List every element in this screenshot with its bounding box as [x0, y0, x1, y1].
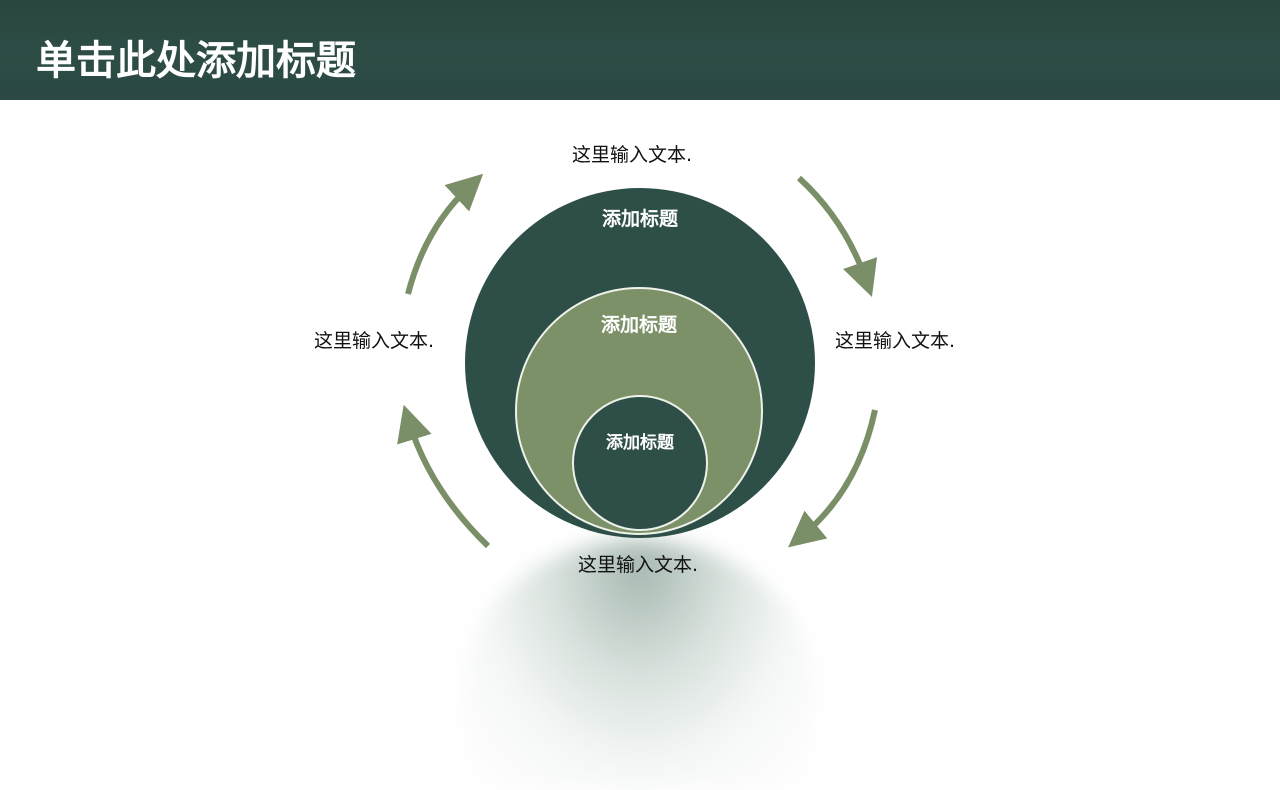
- nested-circle-diagram: 添加标题 添加标题 添加标题 这里输入文本. 这里输入文本. 这里输入文本. 这…: [314, 144, 956, 790]
- arrow-top-left-icon: [405, 173, 484, 295]
- title-bar: 单击此处添加标题: [0, 0, 1280, 100]
- note-right[interactable]: 这里输入文本.: [835, 330, 956, 352]
- cycle-arrows: [397, 173, 878, 549]
- arrow-bottom-right-icon: [788, 409, 878, 548]
- outer-circle-label: 添加标题: [601, 208, 678, 230]
- arrow-top-right-icon: [796, 175, 878, 297]
- inner-circle[interactable]: 添加标题: [572, 395, 708, 531]
- note-left[interactable]: 这里输入文本.: [314, 330, 435, 352]
- arrow-bottom-left-icon: [397, 404, 491, 549]
- middle-circle-label: 添加标题: [600, 314, 677, 336]
- note-bottom[interactable]: 这里输入文本.: [578, 554, 699, 576]
- note-top[interactable]: 这里输入文本.: [572, 144, 693, 166]
- inner-circle-label: 添加标题: [606, 433, 674, 453]
- slide-title[interactable]: 单击此处添加标题: [36, 38, 356, 84]
